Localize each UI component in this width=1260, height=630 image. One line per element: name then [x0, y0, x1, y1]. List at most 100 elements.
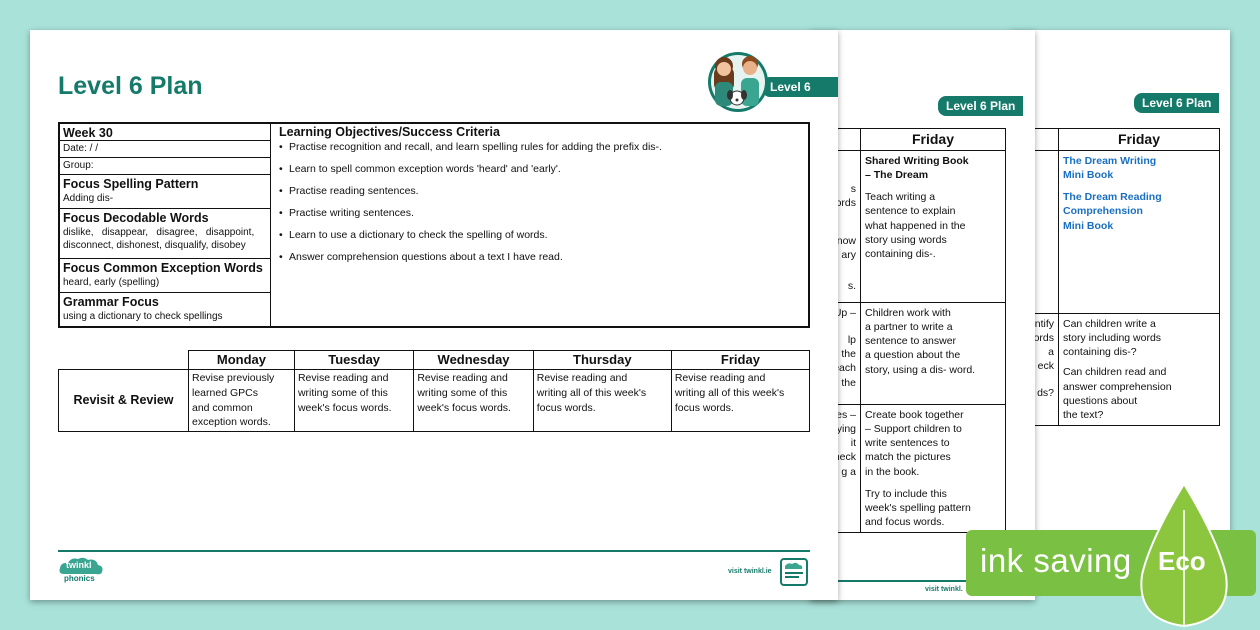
decodable-line: disconnect, dishonest, disqualify, disob…: [63, 240, 246, 252]
page-tab: Level 6 Plan: [1134, 93, 1220, 113]
cell-line: sentence to answer: [865, 335, 957, 348]
cell-line: story including words: [1063, 332, 1162, 345]
activity-title: Shared Writing Book: [865, 154, 969, 167]
objective-item: Practise writing sentences.: [279, 207, 802, 219]
cell-line: – Support children to: [865, 423, 962, 436]
cell-line: week's focus words.: [417, 401, 511, 414]
common-heading: Focus Common Exception Words: [63, 261, 263, 275]
resource-line[interactable]: Mini Book: [1063, 219, 1114, 232]
decodable-line: dislike, disappear, disagree, disappoint…: [63, 227, 255, 239]
table-corner: [58, 350, 189, 371]
cell-line: containing dis-.: [865, 247, 936, 260]
resource-line[interactable]: Comprehension: [1063, 205, 1143, 218]
back-page-3: Level 6 Plan y Friday The Dream Writing …: [1010, 30, 1230, 578]
activity-cell: Shared Writing Book – The Dream Teach wr…: [860, 149, 1006, 303]
objectives-column: Learning Objectives/Success Criteria Pra…: [273, 124, 808, 274]
text-fragment: the: [841, 348, 856, 361]
objective-item: Practise recognition and recall, and lea…: [279, 141, 802, 153]
grammar-heading: Grammar Focus: [63, 295, 159, 309]
cell-line: story, using a dis- word.: [865, 363, 976, 376]
common-value: heard, early (spelling): [63, 277, 160, 289]
text-fragment: s: [850, 182, 856, 195]
footer-line: [810, 580, 1020, 582]
schedule-cell: Revise reading and writing all of this w…: [532, 369, 672, 432]
schedule-cell: Revise reading and writing all of this w…: [670, 369, 811, 432]
text-fragment: ying: [836, 423, 856, 436]
cell-line: Can children write a: [1063, 317, 1156, 330]
friday-table: y Friday s ords now ary s. Shared Writin…: [810, 128, 1006, 534]
back-page-2: Level 6 Plan y Friday s ords now ary s. …: [810, 30, 1035, 600]
grammar-focus-cell: Grammar Focus using a dictionary to chec…: [60, 293, 270, 326]
cell-line: Can children read and: [1063, 366, 1167, 379]
spelling-heading: Focus Spelling Pattern: [63, 177, 199, 191]
day-header: Wednesday: [413, 349, 534, 371]
day-header: Friday: [1058, 128, 1220, 151]
resource-line[interactable]: Mini Book: [1063, 169, 1114, 182]
schedule-cell: Revise previously learned GPCs and commo…: [188, 369, 295, 432]
cell-line: and focus words.: [865, 516, 945, 529]
cell-line: in the book.: [865, 465, 920, 478]
text-fragment: Up –: [833, 306, 856, 319]
resource-line[interactable]: The Dream Writing: [1063, 154, 1157, 167]
eco-leaf-icon: [1140, 482, 1228, 628]
cell-line: Create book together: [865, 408, 964, 421]
text-fragment: ds?: [1037, 386, 1054, 399]
logo-subtext: phonics: [64, 574, 95, 583]
cell-line: and common: [192, 401, 253, 414]
cell-line: Revise reading and: [297, 372, 389, 385]
week-label: Week 30: [63, 126, 113, 140]
cell-line: a question about the: [865, 349, 961, 362]
text-fragment: lp: [847, 334, 856, 347]
assessment-cell: Can children write a story including wor…: [1058, 312, 1220, 427]
cell-line: exception words.: [192, 416, 271, 429]
cell-line: Revise reading and: [417, 372, 508, 385]
quality-badge-icon: [780, 558, 808, 586]
cell-line: containing dis-?: [1063, 346, 1137, 359]
plan-overview-table: Week 30 Date: / / Group: Focus Spelling …: [58, 122, 810, 328]
cell-line: writing some of this: [297, 386, 388, 399]
text-fragment: now: [836, 235, 856, 248]
logo-text: twinkl: [66, 560, 92, 570]
cell-line: Children work with: [865, 306, 951, 319]
cell-line: match the pictures: [865, 451, 951, 464]
text-fragment: eck: [1037, 360, 1054, 373]
text-fragment: ords: [835, 197, 856, 210]
cell-line: focus words.: [536, 401, 596, 414]
footer-line: [58, 550, 810, 552]
cell-line: story using words: [865, 233, 947, 246]
spelling-value: Adding dis-: [63, 193, 114, 205]
activity-cell: Children work with a partner to write a …: [860, 301, 1006, 405]
text-fragment: g a: [841, 465, 856, 478]
cell-line: writing all of this week's: [674, 386, 785, 399]
visit-link[interactable]: visit twinkl.ie: [728, 568, 772, 575]
page-tab: Level 6 Plan: [938, 96, 1024, 116]
day-header: Thursday: [532, 349, 672, 371]
day-header: Monday: [188, 349, 295, 371]
group-field[interactable]: Group:: [60, 158, 270, 175]
cell-line: focus words.: [674, 401, 734, 414]
date-field[interactable]: Date: / /: [60, 141, 270, 158]
activity-cell: Create book together – Support children …: [860, 403, 1006, 534]
cell-line: Revise reading and: [674, 372, 766, 385]
text-fragment: the: [841, 376, 856, 389]
cell-line: writing all of this week's: [536, 386, 647, 399]
text-fragment: it: [850, 437, 856, 450]
weekly-schedule-table: Monday Tuesday Wednesday Thursday Friday…: [58, 349, 811, 432]
level-tab: Level 6: [762, 77, 838, 97]
visit-link[interactable]: visit twinkl.: [925, 586, 963, 593]
week-cell: Week 30: [60, 124, 270, 141]
cell-line: week's spelling pattern: [865, 501, 971, 514]
cell-line: questions about: [1063, 394, 1138, 407]
decodable-heading: Focus Decodable Words: [63, 211, 209, 225]
cell-line: a partner to write a: [865, 321, 953, 334]
grammar-value: using a dictionary to check spellings: [63, 311, 223, 323]
spelling-pattern-cell: Focus Spelling Pattern Adding dis-: [60, 175, 270, 209]
plan-info-column: Week 30 Date: / / Group: Focus Spelling …: [60, 124, 271, 326]
objective-item: Answer comprehension questions about a t…: [279, 251, 802, 263]
day-header: Friday: [670, 349, 811, 371]
cell-line: answer comprehension: [1063, 380, 1172, 393]
text-fragment: s.: [847, 279, 856, 292]
resource-line[interactable]: The Dream Reading: [1063, 191, 1162, 204]
day-header: Friday: [860, 128, 1006, 151]
text-fragment: ary: [841, 249, 856, 262]
